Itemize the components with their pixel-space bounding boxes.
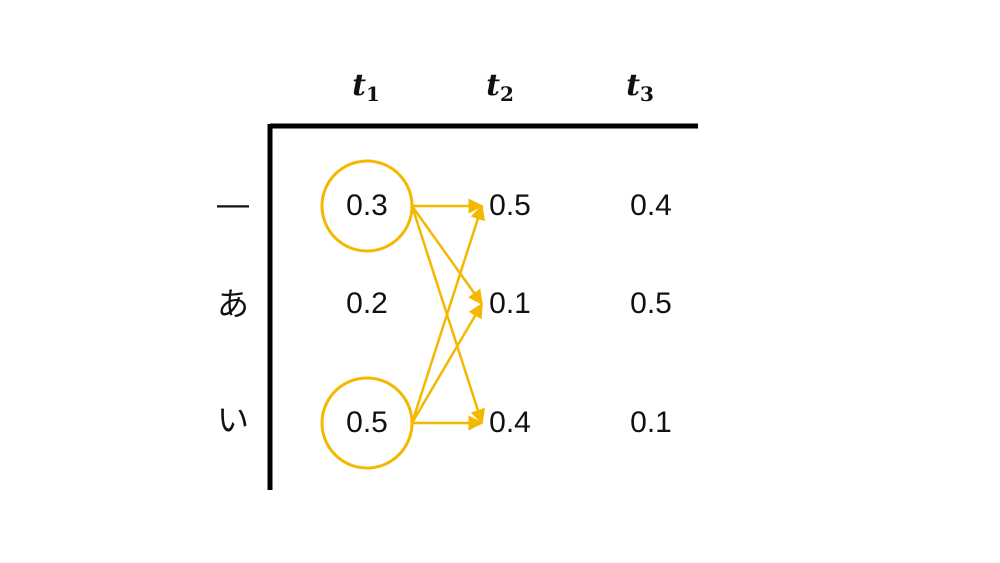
cell-r2-c1: 0.4 <box>489 406 531 439</box>
transition-arrow-r2c0-to-r1c1 <box>410 302 484 424</box>
row-label-dash: ― <box>217 185 249 223</box>
cell-r1-c0: 0.2 <box>346 287 388 320</box>
cell-r1-c1: 0.1 <box>489 287 531 320</box>
cell-r2-c2: 0.1 <box>630 406 672 439</box>
cell-r1-c2: 0.5 <box>630 287 672 320</box>
column-header-t2: t2 <box>486 68 514 106</box>
cell-r0-c1: 0.5 <box>489 189 531 222</box>
transition-arrow-r0c0-to-r1c1 <box>410 205 484 306</box>
row-label-a: あ <box>216 285 249 323</box>
transition-arrow-r2c0-to-r0c1 <box>410 204 485 424</box>
cell-r2-c0: 0.5 <box>346 406 388 439</box>
column-header-t3: t3 <box>626 68 654 106</box>
cell-r0-c0: 0.3 <box>346 189 388 222</box>
column-header-t1: t1 <box>352 68 380 106</box>
cell-r0-c2: 0.4 <box>630 189 672 222</box>
row-label-i: い <box>216 401 249 439</box>
